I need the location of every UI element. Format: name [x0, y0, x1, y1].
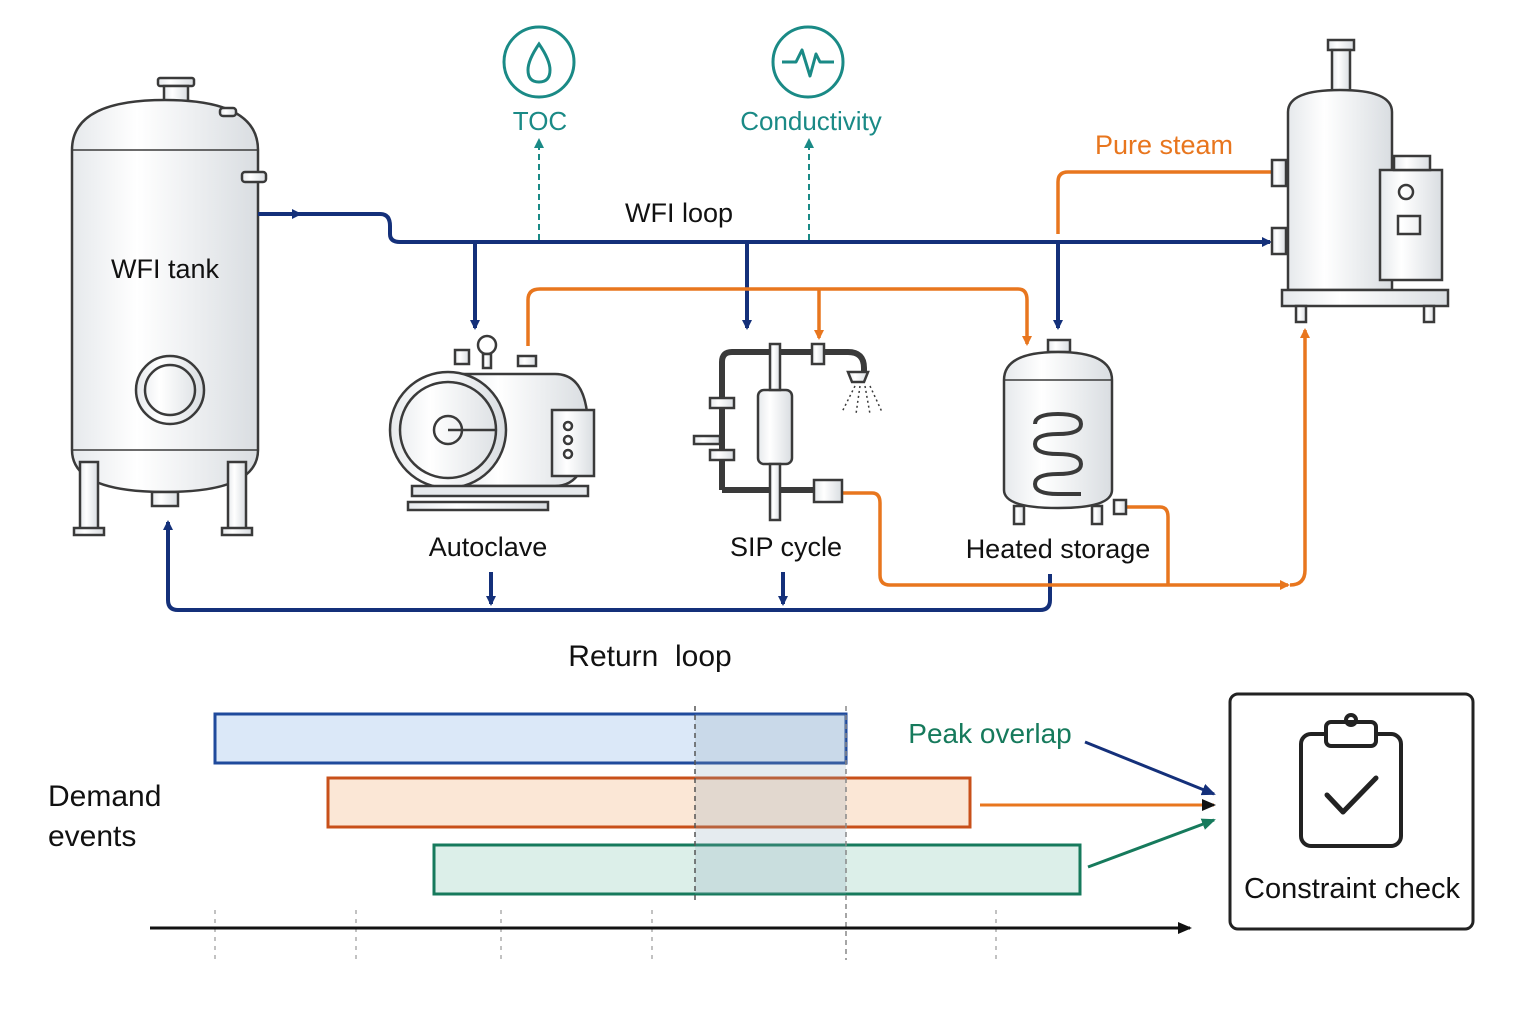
clipboard-check-icon: [1299, 713, 1403, 848]
sip-skid: [692, 342, 883, 522]
wfi-tank-label: WFI tank: [111, 254, 220, 284]
wfi-supply-loop: [258, 209, 1272, 330]
pure-steam-generator: [1270, 38, 1450, 324]
pure-steam-label: Pure steam: [1095, 130, 1233, 160]
conductivity-label: Conductivity: [740, 106, 882, 136]
autoclave: [388, 334, 596, 512]
return-loop: [163, 520, 1052, 612]
pure-steam-lines: [526, 170, 1310, 590]
peak-overlap-region: [695, 714, 846, 894]
autoclave-label: Autoclave: [429, 532, 548, 562]
pulse-icon: [771, 25, 845, 99]
peak-overlap-label: Peak overlap: [908, 718, 1071, 749]
demand-bar-steam: [326, 776, 972, 829]
droplet-icon: [502, 25, 576, 99]
heated-storage-label: Heated storage: [966, 534, 1151, 564]
constraint-check-box: Constraint check: [1228, 692, 1475, 931]
heated-storage-vessel: [1002, 338, 1128, 526]
return-loop-label: Return loop: [568, 640, 731, 673]
toc-label: TOC: [513, 106, 567, 136]
demand-events-label-line2: events: [48, 820, 136, 853]
wfi-loop-label: WFI loop: [625, 198, 733, 228]
constraint-check-label: Constraint check: [1244, 873, 1460, 905]
sip-cycle-label: SIP cycle: [730, 532, 842, 562]
wfi-tank: [70, 76, 268, 537]
sensor-taps: [534, 138, 814, 240]
demand-events-timeline: [150, 706, 1216, 964]
demand-bar-wfi: [213, 712, 848, 765]
demand-events-label-line1: Demand: [48, 780, 161, 813]
demand-bar-storage: [432, 843, 1082, 896]
